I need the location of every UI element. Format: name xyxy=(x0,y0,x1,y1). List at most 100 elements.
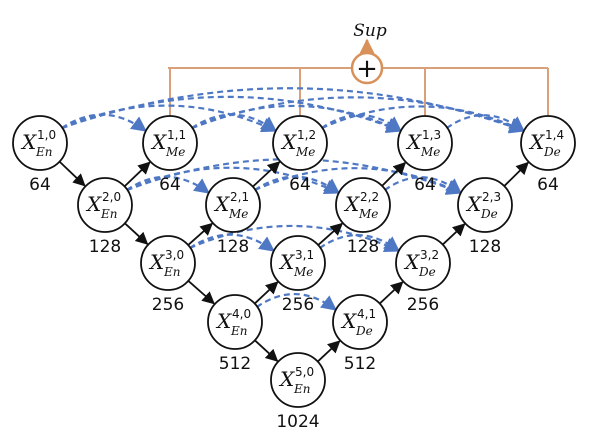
channel-label: 256 xyxy=(152,295,184,315)
forward-edge-n30-n40 xyxy=(187,280,215,305)
node-circle xyxy=(142,115,198,171)
node-superscript: 2,3 xyxy=(482,190,501,204)
node-superscript: 3,0 xyxy=(165,248,184,262)
node-circle xyxy=(457,177,513,233)
plus-icon: + xyxy=(356,54,378,84)
forward-edge-n40-n31 xyxy=(254,281,279,305)
node-subscript: Me xyxy=(420,145,440,159)
channel-label: 128 xyxy=(347,237,379,257)
node-superscript: 1,0 xyxy=(37,128,56,142)
node-symbol: X xyxy=(278,367,295,391)
node-superscript: 2,1 xyxy=(230,190,249,204)
channel-label: 64 xyxy=(537,175,559,195)
node-subscript: En xyxy=(35,145,53,159)
skip-edge-n30-n31 xyxy=(188,233,275,252)
node-subscript: Me xyxy=(293,265,313,279)
sup-label: Sup xyxy=(353,21,387,41)
forward-edge-n20-n30 xyxy=(124,222,149,245)
channel-label: 256 xyxy=(282,295,314,315)
node-superscript: 5,0 xyxy=(295,365,314,379)
node-circle xyxy=(270,352,326,408)
node-subscript: En xyxy=(100,207,118,221)
node-symbol: X xyxy=(85,192,102,216)
node-symbol: X xyxy=(405,130,422,154)
channel-label: 256 xyxy=(407,295,439,315)
forward-edge-n40-n50 xyxy=(254,339,279,362)
node-superscript: 1,2 xyxy=(297,128,316,142)
node-subscript: En xyxy=(293,382,311,396)
node-subscript: En xyxy=(163,265,181,279)
skip-edge-n31-n32 xyxy=(318,233,400,252)
node-superscript: 1,3 xyxy=(422,128,441,142)
skip-edge-n40-n41 xyxy=(255,292,337,311)
channel-label: 128 xyxy=(89,237,121,257)
node-subscript: Me xyxy=(165,145,185,159)
node-symbol: X xyxy=(340,309,357,333)
node-circle xyxy=(332,294,388,350)
skip-edge-n11-n14 xyxy=(191,96,526,133)
sup-drops xyxy=(169,68,549,116)
channel-label: 64 xyxy=(29,175,51,195)
node-symbol: X xyxy=(20,130,37,154)
node-circle xyxy=(397,115,453,171)
skip-edge-n21-n23 xyxy=(254,167,463,194)
node-circle xyxy=(205,177,261,233)
forward-edge-n23-n14 xyxy=(503,161,529,187)
node-subscript: Me xyxy=(358,207,378,221)
node-circle xyxy=(140,235,196,291)
channel-label: 128 xyxy=(217,237,249,257)
node-superscript: 2,0 xyxy=(102,190,121,204)
node-superscript: 1,4 xyxy=(545,128,564,142)
channel-label: 128 xyxy=(469,237,501,257)
node-subscript: De xyxy=(355,324,373,338)
node-symbol: X xyxy=(403,250,420,274)
forward-edge-n10-n20 xyxy=(58,160,86,187)
node-circle xyxy=(335,177,391,233)
skip-edge-n10-n13 xyxy=(61,95,403,133)
node-symbol: X xyxy=(150,130,167,154)
node-symbol: X xyxy=(465,192,482,216)
forward-edge-n50-n41 xyxy=(317,340,341,363)
skip-connections xyxy=(60,87,526,311)
node-subscript: De xyxy=(418,265,436,279)
node-subscript: En xyxy=(230,324,248,338)
node-subscript: Me xyxy=(228,207,248,221)
node-circle xyxy=(395,235,451,291)
node-subscript: Me xyxy=(295,145,315,159)
node-symbol: X xyxy=(278,250,295,274)
node-superscript: 3,2 xyxy=(420,248,439,262)
deep-supervision: Sup + xyxy=(168,21,549,116)
channel-label: 512 xyxy=(219,354,251,374)
forward-edge-n22-n13 xyxy=(381,161,407,187)
node-superscript: 1,1 xyxy=(167,128,186,142)
skip-edge-n20-n22 xyxy=(126,166,341,195)
node-circle xyxy=(12,115,68,171)
forward-edge-n20-n11 xyxy=(123,161,151,188)
skip-edge-n22-n23 xyxy=(383,176,462,194)
node-symbol: X xyxy=(528,130,545,154)
node-circle xyxy=(77,177,133,233)
forward-edge-n21-n12 xyxy=(252,161,281,188)
forward-connections xyxy=(58,160,529,363)
forward-edge-n30-n21 xyxy=(187,222,214,246)
channel-label: 1024 xyxy=(276,412,319,430)
skip-edge-n13-n14 xyxy=(445,114,525,132)
node-superscript: 2,2 xyxy=(360,190,379,204)
forward-edge-n41-n32 xyxy=(379,281,404,305)
node-circle xyxy=(270,235,326,291)
skip-edge-n12-n14 xyxy=(321,105,526,132)
node-symbol: X xyxy=(148,250,165,274)
channel-label: 512 xyxy=(344,354,376,374)
